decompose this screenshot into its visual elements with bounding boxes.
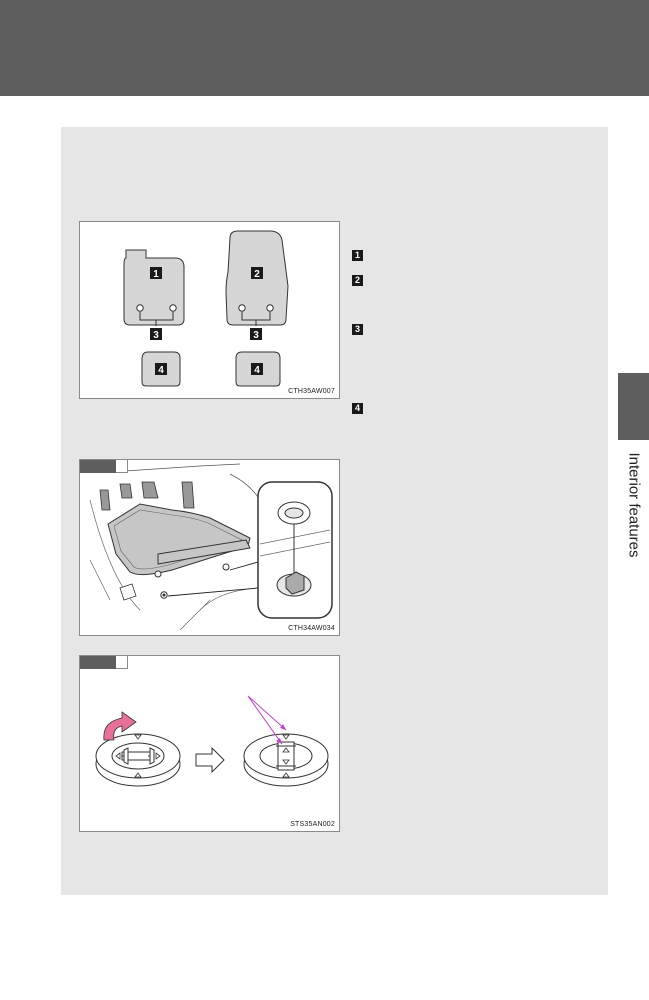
chapter-label: Interior features [625,452,643,558]
legend-marker-1: 1 [352,250,363,261]
hook-lock-illustration [95,695,329,787]
next-step-arrow-icon [195,746,225,774]
floor-mat-shape [107,503,251,576]
callout-2: 2 [251,267,263,280]
legend-marker-3: 3 [352,324,363,335]
legend-marker-2: 2 [352,275,363,286]
callout-4-right: 4 [251,363,263,376]
hook-unlocked [95,733,181,787]
figure-code: CTH35AW007 [288,388,335,395]
callout-3-right: 3 [250,328,262,341]
floor-hooks-figure: CTH34AW034 [79,459,340,636]
alignment-pointer [247,695,287,745]
svg-text:2: 2 [254,269,260,280]
callout-1: 1 [150,267,162,280]
driver-mat-shape [123,249,185,326]
rotate-arrow-icon [103,711,137,741]
figure-code: STS35AN002 [290,821,335,828]
svg-text:3: 3 [253,330,259,341]
figure-step-tab [80,460,128,473]
floor-mats-illustration: 1 2 3 3 4 4 [123,230,289,387]
figure-code: CTH34AW034 [288,625,335,632]
pedals [99,481,195,511]
chapter-side-tab [618,373,649,440]
floor-hooks-illustration [89,463,333,631]
svg-text:3: 3 [153,330,159,341]
callout-4-left: 4 [155,363,167,376]
callout-3-left: 3 [150,328,162,341]
page-header-bar [0,0,649,96]
svg-text:1: 1 [153,269,159,280]
hook-lock-figure: STS35AN002 [79,655,340,832]
legend-marker-4: 4 [352,403,363,414]
figure-step-tab [80,656,128,669]
floor-mats-figure: 1 2 3 3 4 4 CTH35AW007 [79,221,340,399]
hook-locked [243,733,329,787]
svg-text:4: 4 [158,365,164,376]
svg-text:4: 4 [254,365,260,376]
